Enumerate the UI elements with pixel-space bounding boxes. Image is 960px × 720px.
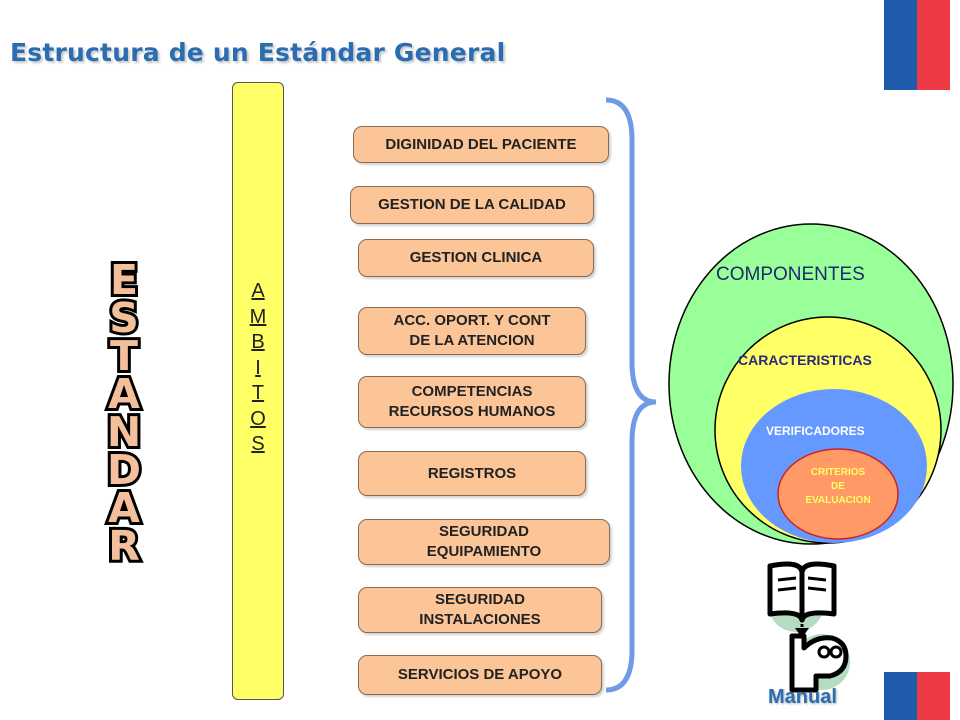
ambitos-letter: O — [250, 407, 266, 430]
ambitos-letter: S — [251, 433, 265, 455]
manual-label: Manual — [768, 686, 837, 708]
flag-bottom-right — [884, 672, 950, 720]
book-icon — [767, 561, 837, 632]
verificadores-label: VERIFICADORES — [766, 424, 865, 438]
estandar-letter: R — [108, 522, 140, 570]
area-seguridad-instalaciones: SEGURIDAD INSTALACIONES — [358, 587, 602, 633]
caracteristicas-label: CARACTERISTICAS — [738, 352, 872, 368]
area-competencias: COMPETENCIAS RECURSOS HUMANOS — [358, 376, 586, 428]
criterios-label: CRITERIOS DE EVALUACION — [805, 467, 871, 506]
area-acc-oport: ACC. OPORT. Y CONT DE LA ATENCION — [358, 307, 586, 355]
estandar-letter: A — [108, 370, 140, 418]
area-registros: REGISTROS — [358, 451, 586, 496]
estandar-letter: E — [110, 256, 138, 304]
ambitos-letter: M — [249, 305, 267, 328]
arrow-down-icon — [795, 612, 809, 638]
estandar-letter: T — [110, 332, 138, 380]
flag-top-right — [884, 0, 950, 90]
reader-icon — [789, 633, 850, 693]
ambitos-letter: T — [251, 382, 265, 404]
area-seguridad-equipamiento: SEGURIDAD EQUIPAMIENTO — [358, 519, 610, 565]
ambitos-letter: B — [251, 331, 265, 353]
area-servicios-apoyo: SERVICIOS DE APOYO — [358, 655, 602, 695]
area-gestion-calidad: GESTION DE LA CALIDAD — [350, 186, 594, 224]
ambitos-letter: I — [255, 356, 261, 379]
estandar-letter: D — [107, 446, 141, 494]
estandar-letter: N — [107, 408, 141, 456]
area-gestion-clinica: GESTION CLINICA — [358, 239, 594, 277]
componentes-label: COMPONENTES — [716, 264, 865, 285]
grouping-brace — [605, 97, 657, 693]
estandar-letter: S — [109, 294, 139, 342]
area-dignidad-paciente: DIGINIDAD DEL PACIENTE — [353, 126, 609, 163]
estandar-letter: A — [108, 484, 140, 532]
ambitos-letter: A — [251, 280, 265, 302]
page-title: Estructura de un Estándar General — [10, 38, 506, 67]
